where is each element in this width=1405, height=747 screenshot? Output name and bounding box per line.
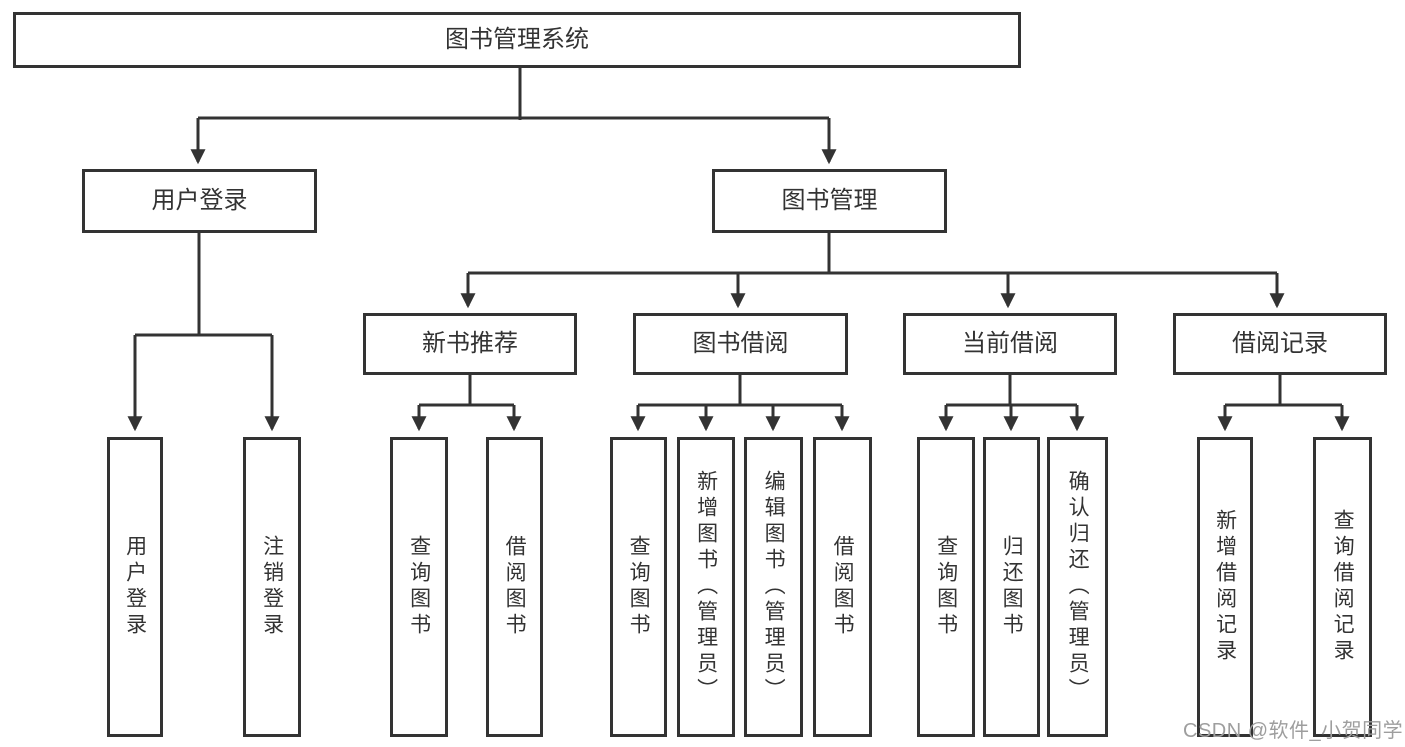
node-new-book-recommend: 新书推荐 xyxy=(363,313,577,375)
node-current-borrowing: 当前借阅 xyxy=(903,313,1117,375)
leaf-borrowing-add-book-admin: 新增图书（管理员） xyxy=(677,437,735,737)
leaf-records-add-record: 新增借阅记录 xyxy=(1197,437,1253,737)
leaf-logout: 注销登录 xyxy=(243,437,301,737)
leaf-current-confirm-return-admin: 确认归还（管理员） xyxy=(1047,437,1108,737)
leaf-borrowing-edit-book-admin: 编辑图书（管理员） xyxy=(744,437,803,737)
leaf-borrowing-borrow-books: 借阅图书 xyxy=(813,437,872,737)
leaf-recommend-query-books: 查询图书 xyxy=(390,437,448,737)
leaf-current-query-books: 查询图书 xyxy=(917,437,975,737)
leaf-recommend-borrow-books: 借阅图书 xyxy=(486,437,543,737)
csdn-watermark: CSDN @软件_小贺同学 xyxy=(1183,720,1404,742)
node-book-borrowing: 图书借阅 xyxy=(633,313,848,375)
leaf-current-return-books: 归还图书 xyxy=(983,437,1040,737)
node-user-login: 用户登录 xyxy=(82,169,317,233)
leaf-borrowing-query-books: 查询图书 xyxy=(610,437,667,737)
node-root-library-system: 图书管理系统 xyxy=(13,12,1021,68)
node-borrow-records: 借阅记录 xyxy=(1173,313,1387,375)
leaf-user-login: 用户登录 xyxy=(107,437,163,737)
node-book-management: 图书管理 xyxy=(712,169,947,233)
leaf-records-query-record: 查询借阅记录 xyxy=(1313,437,1372,737)
